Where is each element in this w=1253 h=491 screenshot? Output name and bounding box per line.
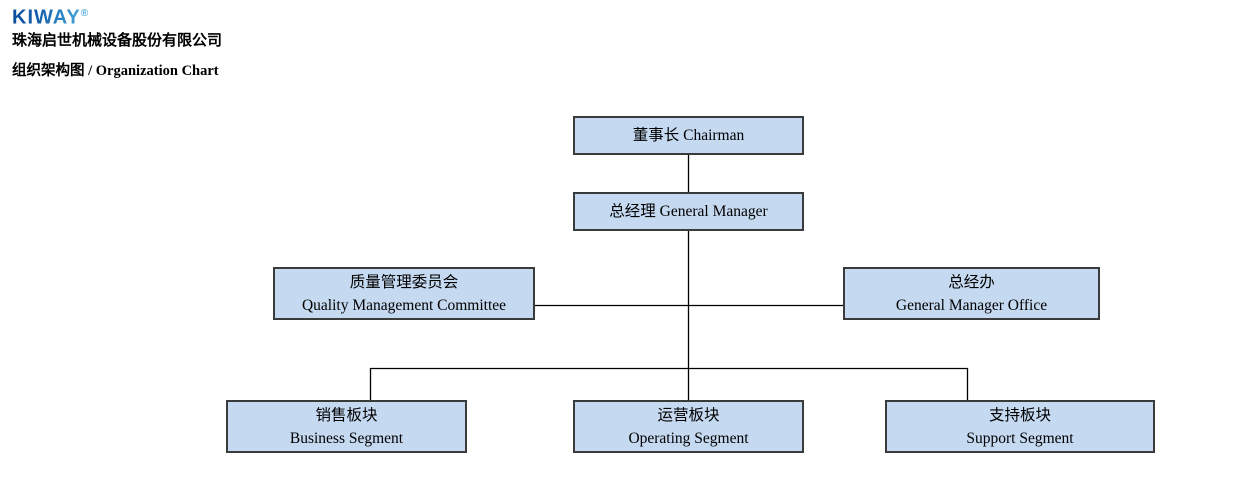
org-node-label-cn: 支持板块 [988, 406, 1051, 424]
org-node-general-manager: 总经理 General Manager [573, 192, 804, 231]
registered-trademark-icon: ® [80, 8, 90, 19]
org-node-label: 总经理 General Manager [609, 203, 768, 220]
org-node-label-en: Operating Segment [628, 429, 749, 447]
org-node-label: 董事长 Chairman [632, 127, 745, 144]
org-node-label-en: Support Segment [966, 429, 1074, 447]
org-node-label-cn: 销售板块 [315, 406, 378, 424]
org-node-operating-segment: 运营板块 Operating Segment [573, 400, 804, 453]
org-node-general-manager-office: 总经办 General Manager Office [843, 267, 1100, 320]
org-node-label-cn: 质量管理委员会 [349, 273, 459, 291]
org-node-support-segment: 支持板块 Support Segment [885, 400, 1155, 453]
org-node-label-cn: 运营板块 [657, 406, 720, 424]
org-node-label-en: Business Segment [289, 429, 404, 447]
company-name: 珠海启世机械设备股份有限公司 [12, 32, 223, 49]
kiway-logo: KIWAY® [12, 3, 89, 29]
org-node-business-segment: 销售板块 Business Segment [226, 400, 467, 453]
org-node-label-cn: 总经办 [948, 273, 995, 291]
org-node-quality-management-committee: 质量管理委员会 Quality Management Committee [273, 267, 535, 320]
org-node-label-en: Quality Management Committee [301, 296, 507, 314]
page-title: 组织架构图 / Organization Chart [12, 63, 219, 79]
org-node-chairman: 董事长 Chairman [573, 116, 804, 155]
org-node-label-en: General Manager Office [895, 296, 1048, 314]
logo-text: KIWAY [12, 6, 81, 29]
